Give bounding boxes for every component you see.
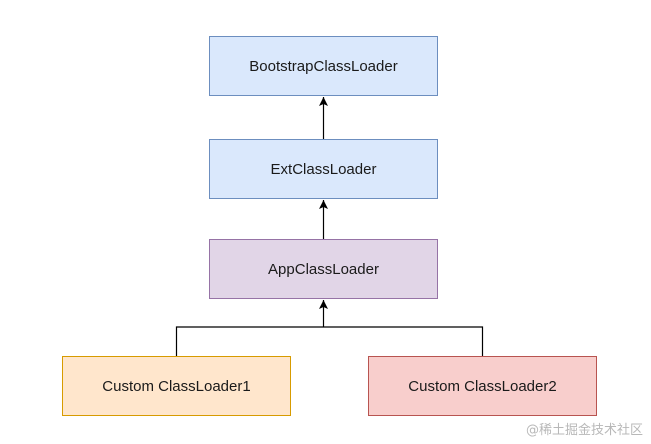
node-custom-classloader2: Custom ClassLoader2 bbox=[368, 356, 597, 416]
node-app-classloader: AppClassLoader bbox=[209, 239, 438, 299]
node-ext-classloader: ExtClassLoader bbox=[209, 139, 438, 199]
node-label: BootstrapClassLoader bbox=[249, 57, 398, 75]
watermark: @稀土掘金技术社区 bbox=[525, 423, 643, 438]
edge-custom1-to-app bbox=[175, 326, 324, 356]
arrowhead-bootstrap bbox=[319, 97, 328, 106]
node-label: AppClassLoader bbox=[268, 260, 379, 278]
node-label: Custom ClassLoader2 bbox=[408, 377, 557, 395]
arrowhead-app bbox=[319, 300, 328, 309]
node-label: ExtClassLoader bbox=[270, 160, 377, 178]
edge-custom2-to-app bbox=[323, 326, 484, 356]
arrowhead-ext bbox=[319, 200, 328, 209]
node-label: Custom ClassLoader1 bbox=[102, 377, 251, 395]
node-bootstrap-classloader: BootstrapClassLoader bbox=[209, 36, 438, 96]
node-custom-classloader1: Custom ClassLoader1 bbox=[62, 356, 291, 416]
